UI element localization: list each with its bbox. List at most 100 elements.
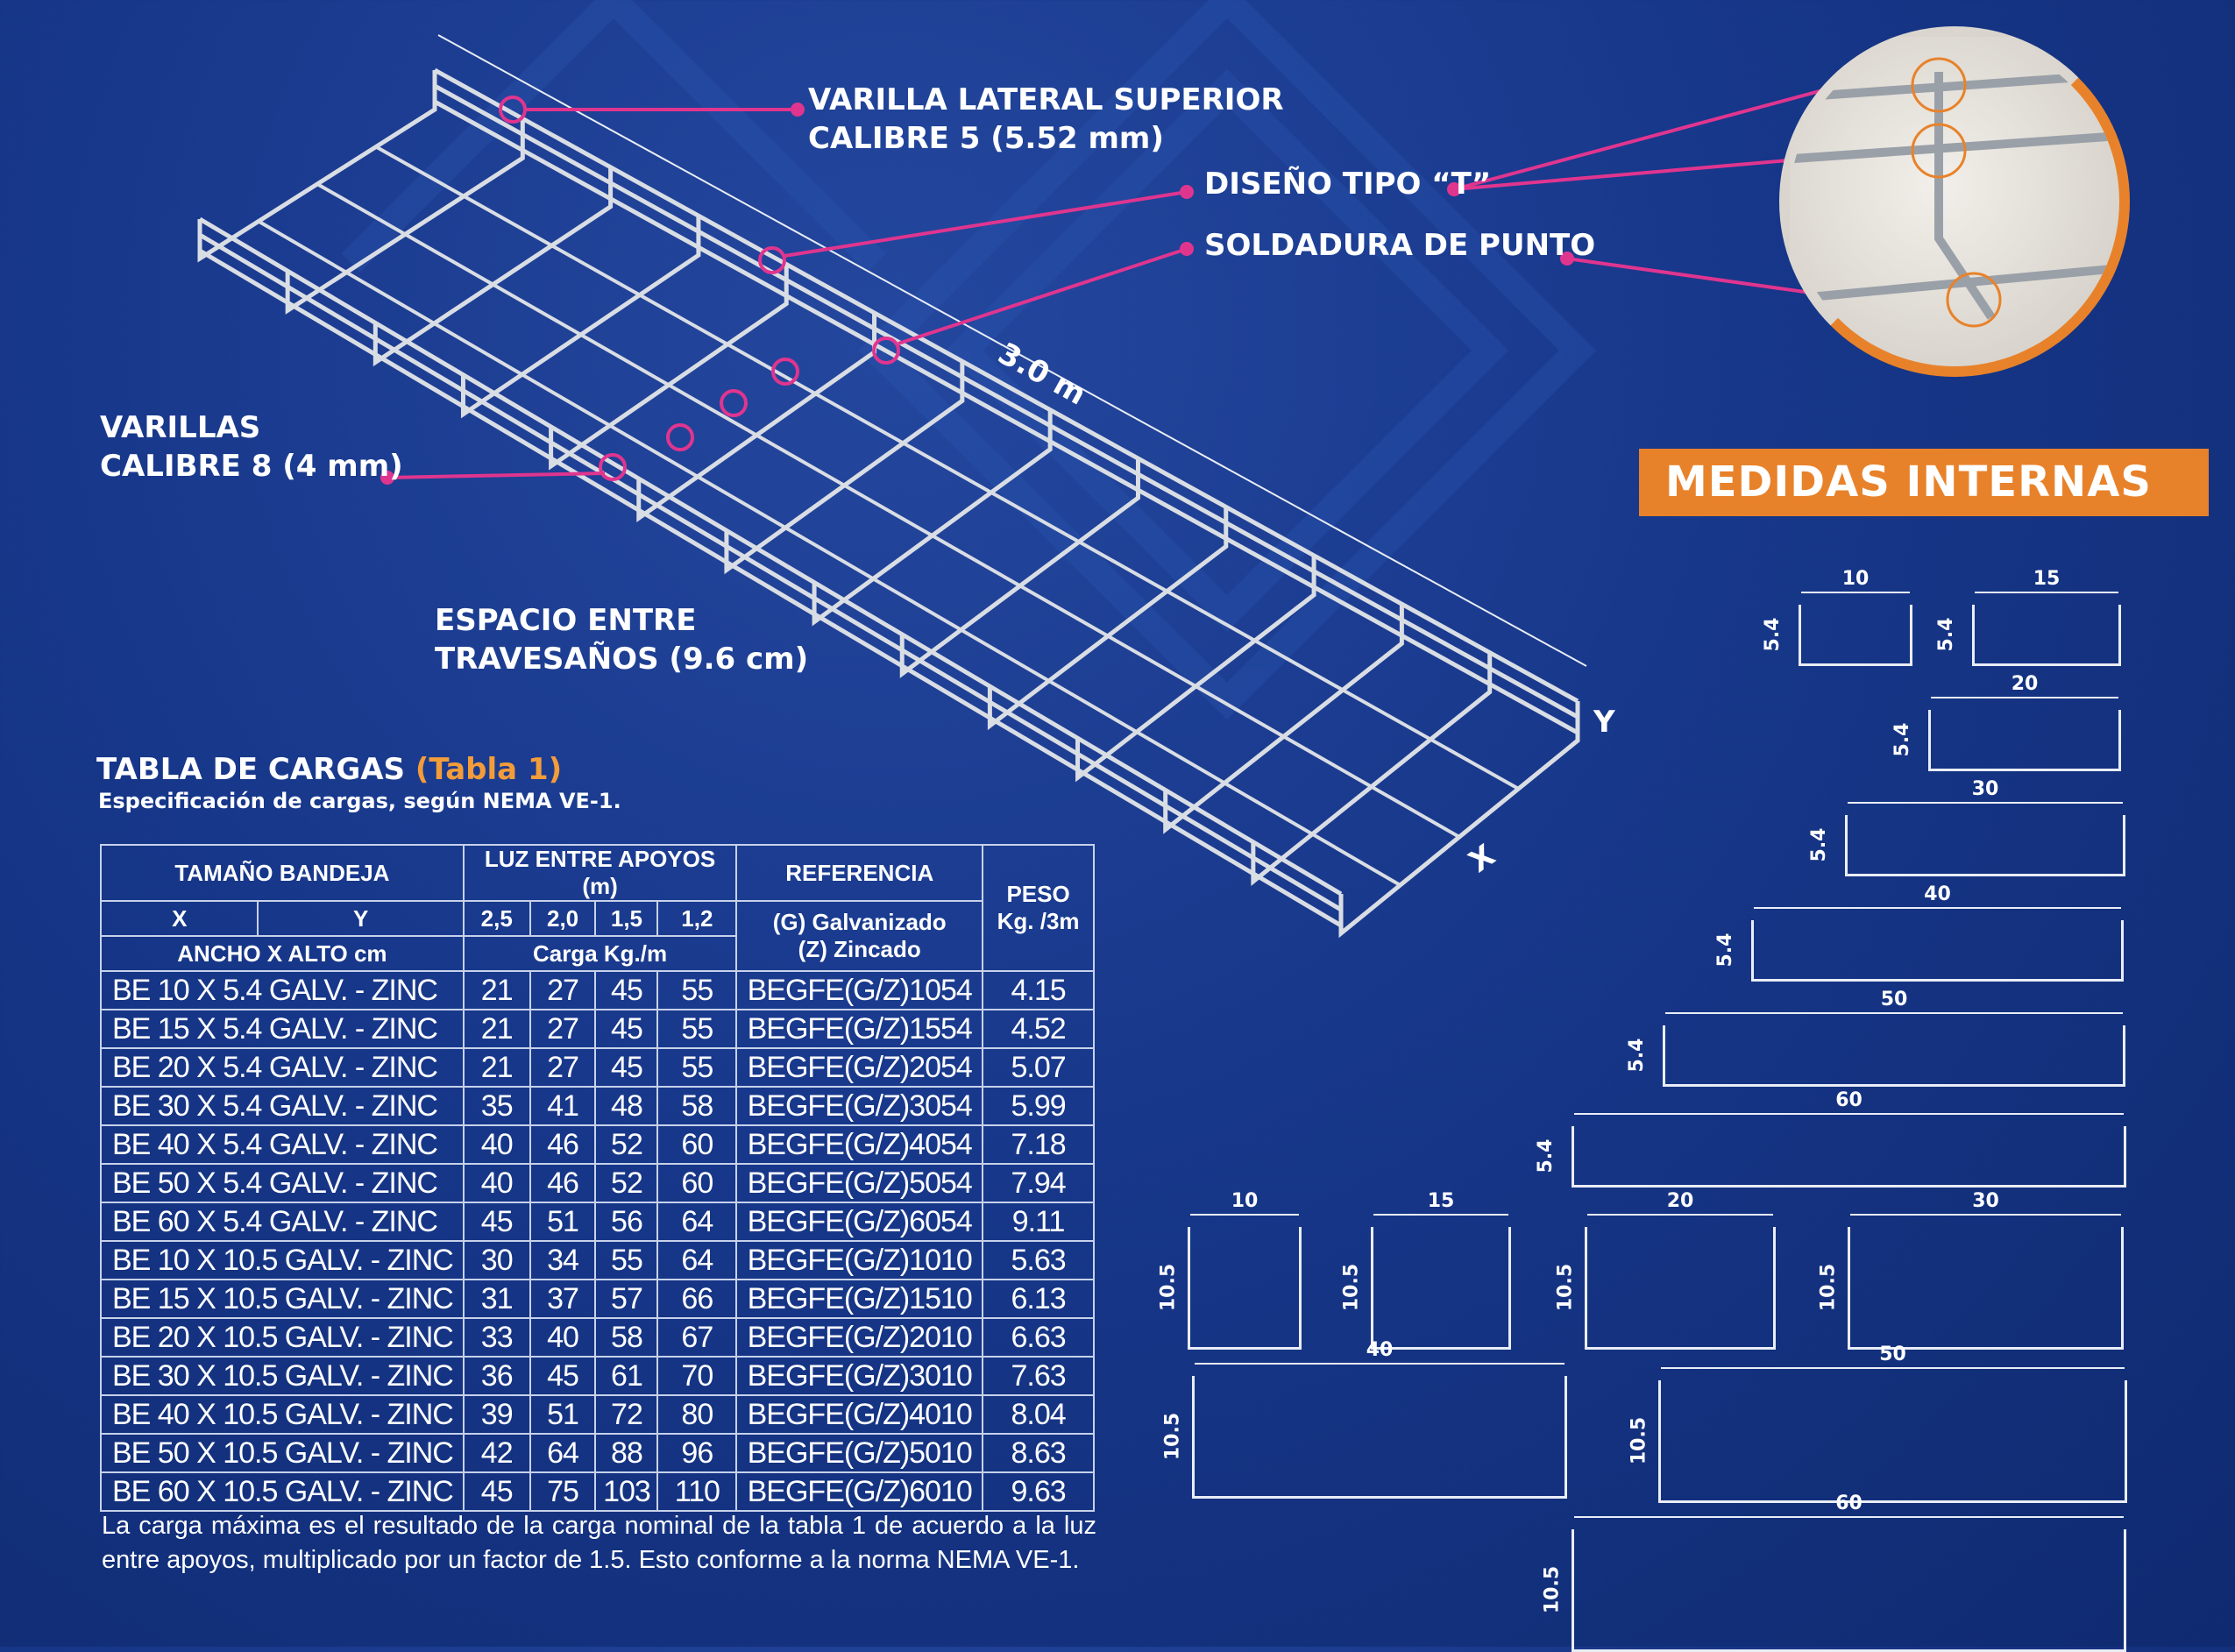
load-1-5: 45: [594, 1047, 659, 1088]
width-label: 15: [1975, 568, 2118, 593]
pointer-dot: [1180, 185, 1194, 199]
cross-wire: [1251, 652, 1493, 886]
pointer-dot: [380, 471, 394, 485]
load-1-5: 52: [594, 1163, 659, 1203]
header-ancho: ANCHO X ALTO cm: [100, 935, 465, 972]
callout-diseno-t: DISEÑO TIPO “T”: [1204, 167, 1492, 202]
weight-cell: 6.13: [982, 1279, 1095, 1319]
header-ref: REFERENCIA: [735, 844, 984, 902]
width-label: 50: [1665, 989, 2123, 1014]
width-label: 40: [1754, 883, 2121, 909]
load-2-0: 34: [529, 1240, 597, 1280]
reference-cell: BEGFE(G/Z)5054: [735, 1163, 984, 1203]
load-1-2: 80: [656, 1394, 738, 1435]
top-rail: [433, 83, 1579, 720]
width-label: 60: [1574, 1492, 2124, 1518]
reference-cell: BEGFE(G/Z)3054: [735, 1086, 984, 1126]
load-2-0: 64: [529, 1433, 597, 1473]
load-2-5: 33: [462, 1317, 531, 1358]
width-label: 15: [1373, 1190, 1508, 1216]
size-cell: BE 20 X 10.5 GALV. - ZINC: [100, 1317, 465, 1358]
weight-cell: 8.04: [982, 1394, 1095, 1435]
size-cell: BE 50 X 5.4 GALV. - ZINC: [100, 1163, 465, 1203]
callout-soldadura: SOLDADURA DE PUNTO: [1204, 228, 1596, 263]
load-1-5: 55: [594, 1240, 659, 1280]
load-1-5: 56: [594, 1202, 659, 1242]
weight-cell: 9.11: [982, 1202, 1095, 1242]
load-2-0: 75: [529, 1471, 597, 1512]
weight-cell: 7.18: [982, 1124, 1095, 1165]
highlight-circle: [720, 389, 748, 417]
highlight-circle: [499, 96, 527, 124]
header-span: 1,2: [656, 900, 738, 937]
load-2-0: 51: [529, 1202, 597, 1242]
load-1-2: 58: [656, 1086, 738, 1126]
load-2-0: 46: [529, 1124, 597, 1165]
reference-cell: BEGFE(G/Z)4054: [735, 1124, 984, 1165]
highlight-circle: [666, 423, 694, 451]
header-y: Y: [257, 900, 465, 937]
load-1-2: 110: [656, 1471, 738, 1512]
load-2-5: 45: [462, 1202, 531, 1242]
size-cell: BE 50 X 10.5 GALV. - ZINC: [100, 1433, 465, 1473]
load-2-5: 30: [462, 1240, 531, 1280]
table-subtitle: Especificación de cargas, según NEMA VE-…: [98, 789, 621, 813]
header-ref-types: (G) Galvanizado(Z) Zincado: [735, 900, 984, 972]
weight-cell: 5.99: [982, 1086, 1095, 1126]
load-2-5: 39: [462, 1394, 531, 1435]
height-label: 10.5: [1628, 1416, 1650, 1464]
load-2-5: 36: [462, 1356, 531, 1396]
top-rail: [433, 99, 1579, 735]
load-2-0: 40: [529, 1317, 597, 1358]
size-cell: BE 60 X 5.4 GALV. - ZINC: [100, 1202, 465, 1242]
pointer-dot: [1560, 252, 1574, 266]
height-label: 10.5: [1157, 1263, 1180, 1311]
load-1-5: 57: [594, 1279, 659, 1319]
height-label: 5.4: [1891, 722, 1913, 756]
weight-cell: 8.63: [982, 1433, 1095, 1473]
load-2-0: 45: [529, 1356, 597, 1396]
load-2-0: 27: [529, 1009, 597, 1049]
axis-y-label: Y: [1593, 705, 1615, 740]
height-label: 5.4: [1625, 1038, 1648, 1072]
load-1-2: 96: [656, 1433, 738, 1473]
load-2-5: 21: [462, 1009, 531, 1049]
load-2-5: 31: [462, 1279, 531, 1319]
load-1-2: 64: [656, 1202, 738, 1242]
width-label: 50: [1661, 1344, 2125, 1369]
highlight-circle: [599, 453, 627, 481]
size-cell: BE 40 X 10.5 GALV. - ZINC: [100, 1394, 465, 1435]
weight-cell: 7.63: [982, 1356, 1095, 1396]
width-label: 60: [1574, 1089, 2124, 1115]
tray-section-tall-5: 50 10.5: [1628, 1344, 2127, 1503]
load-2-0: 41: [529, 1086, 597, 1126]
width-label: 30: [1848, 778, 2123, 804]
cross-wire: [1338, 701, 1580, 939]
height-label: 10.5: [1161, 1412, 1184, 1460]
cross-wire: [460, 216, 701, 419]
size-cell: BE 30 X 5.4 GALV. - ZINC: [100, 1086, 465, 1126]
highlight-circle: [771, 358, 799, 386]
reference-cell: BEGFE(G/Z)5010: [735, 1433, 984, 1473]
reference-cell: BEGFE(G/Z)1510: [735, 1279, 984, 1319]
load-1-5: 45: [594, 1009, 659, 1049]
reference-cell: BEGFE(G/Z)2010: [735, 1317, 984, 1358]
height-label: 10.5: [1817, 1263, 1840, 1311]
height-label: 5.4: [1934, 617, 1957, 651]
load-2-5: 42: [462, 1433, 531, 1473]
